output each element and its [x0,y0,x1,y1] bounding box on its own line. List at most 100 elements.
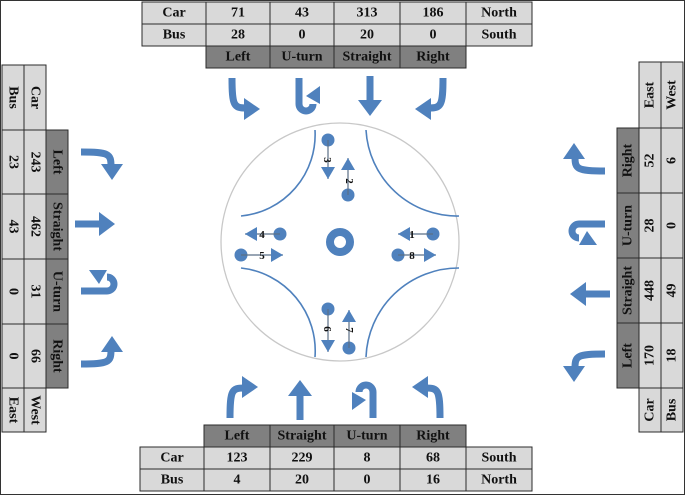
south-value-cell: 4 [203,468,271,492]
west-value-cell: 243 [23,129,47,195]
west-row-label-text: Car [28,86,43,109]
north-movement-header: Left [205,45,271,69]
north-value-cell-text: 313 [357,6,378,21]
west-direction-tag-text: East [6,397,21,424]
south-movement-header-text: U-turn [346,429,387,444]
south-row-label: Car [139,446,205,470]
north-value-cell: 186 [399,1,467,25]
south-row-label-text: Car [160,451,183,466]
stream-number-label: 7 [343,327,355,333]
west-value-cell: 31 [23,258,47,325]
north-value-cell-text: 186 [423,6,444,21]
southwest-curb-icon [240,267,317,358]
south-value-cell: 229 [269,446,335,470]
north-value-cell-text: 43 [295,6,309,21]
east-direction-tag-text: East [643,81,658,108]
west-value-cell-text: 0 [6,288,21,295]
east-value-cell: 28 [638,192,662,259]
west-value-cell: 462 [23,193,47,260]
south-value-cell: 16 [399,468,467,492]
north-value-cell-text: 20 [360,28,374,43]
north-value-cell-text: 0 [430,28,437,43]
west-value-cell: 43 [1,193,25,260]
north-uturn-arrow-icon [295,78,320,115]
south-value-cell-text: 4 [234,473,241,488]
west-row-label: Bus [1,64,25,131]
south-movement-header: U-turn [333,424,401,448]
east-movement-header: U-turn [616,192,640,259]
north-value-cell: 0 [399,23,467,47]
south-value-cell: 8 [333,446,401,470]
conflict-stream-8: 8 [391,248,436,262]
north-value-cell: 20 [333,23,401,47]
west-movement-header: U-turn [45,258,69,325]
north-direction-tag-text: South [481,28,516,43]
east-value-cell-text: 0 [665,222,680,229]
west-movement-header-text: Left [50,150,65,175]
north-value-cell: 71 [205,1,271,25]
north-value-cell: 43 [269,1,335,25]
stream-number-label: 8 [409,250,415,262]
stream-number-label: 4 [259,229,265,241]
east-value-cell-text: 52 [643,154,658,168]
south-direction-tag-text: South [481,451,516,466]
northeast-curb-icon [365,129,460,217]
west-movement-header: Right [45,323,69,389]
stream-number-label: 6 [321,326,333,332]
west-value-cell-text: 0 [6,353,21,360]
stream-number-label: 3 [321,157,333,163]
west-value-cell-text: 31 [28,285,43,299]
stream-number-label: 2 [343,178,355,184]
west-direction-tag-text: West [28,395,43,425]
west-movement-header: Left [45,129,69,195]
east-straight-arrow-icon [570,282,610,306]
east-value-cell: 49 [660,257,684,324]
east-value-cell-text: 6 [665,157,680,164]
west-left-arrow-icon [80,148,123,180]
south-uturn-arrow-icon [352,381,377,418]
north-value-cell: 28 [205,23,271,47]
west-row-label-text: Bus [6,86,21,109]
south-value-cell-text: 8 [364,451,371,466]
east-movement-header-text: Straight [621,266,636,315]
south-value-cell-text: 68 [426,451,440,466]
east-row-label-text: Car [643,398,658,421]
east-direction-tag: East [638,61,662,129]
west-value-cell: 0 [1,258,25,325]
south-value-cell-text: 123 [227,451,248,466]
east-direction-tag-text: West [665,80,680,110]
south-value-cell: 0 [333,468,401,492]
west-straight-arrow-icon [75,212,115,236]
northwest-curb-icon [240,129,316,217]
south-movement-header-text: Right [416,429,450,444]
west-value-cell-text: 43 [6,220,21,234]
conflict-stream-3: 3 [321,133,335,179]
conflict-stream-4: 4 [245,227,287,241]
north-movement-header: U-turn [269,45,335,69]
conflict-stream-6: 6 [321,302,335,352]
conflict-stream-7: 7 [342,310,356,355]
east-row-label: Car [638,387,662,433]
south-value-cell-text: 229 [292,451,313,466]
west-value-cell: 66 [23,323,47,389]
west-value-cell-text: 23 [6,155,21,169]
southeast-curb-icon [365,267,460,358]
east-movement-header: Left [616,322,640,389]
west-row-label: Car [23,64,47,131]
south-right-arrow-icon [412,376,444,419]
east-right-arrow-icon [563,143,606,175]
north-movement-header-text: Right [416,50,450,65]
south-value-cell: 68 [399,446,467,470]
south-value-cell-text: 16 [426,473,440,488]
north-movement-header-text: Straight [343,50,392,65]
east-value-cell: 0 [660,192,684,259]
east-movement-header-text: Right [621,143,636,177]
east-value-cell-text: 49 [665,284,680,298]
east-row-label: Bus [660,387,684,433]
east-movement-header: Straight [616,257,640,324]
north-value-cell: 313 [333,1,401,25]
east-value-cell: 448 [638,257,662,324]
east-direction-tag: West [660,61,684,129]
north-value-cell-text: 0 [299,28,306,43]
